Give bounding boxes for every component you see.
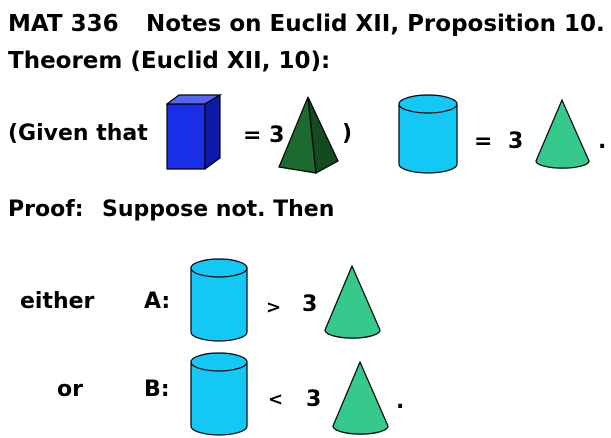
cone-icon <box>324 264 381 339</box>
proof-text: Suppose not. Then <box>102 197 335 222</box>
case-b-lead: or <box>57 377 83 402</box>
pyramid-icon <box>278 96 339 174</box>
cylinder-icon <box>190 352 248 436</box>
course-code: MAT 336 <box>8 11 119 37</box>
cylinder-icon <box>398 94 458 174</box>
case-b-relation: < <box>268 389 284 410</box>
case-b-period: . <box>396 389 405 414</box>
given-close: ) <box>342 121 353 146</box>
case-b-three: 3 <box>306 387 322 412</box>
statement-three: 3 <box>508 129 524 154</box>
cone-icon <box>332 360 389 435</box>
case-a-label: A: <box>144 289 171 314</box>
cone-icon <box>535 98 590 169</box>
statement-equals: = <box>474 129 493 154</box>
theorem-label: Theorem (Euclid XII, 10): <box>8 48 331 74</box>
case-b-label: B: <box>144 377 170 402</box>
page-title: Notes on Euclid XII, Proposition 10. <box>146 11 605 37</box>
prism-icon <box>166 94 222 170</box>
given-open: (Given that <box>8 121 148 146</box>
given-equals-three: = 3 <box>243 123 285 148</box>
case-a-three: 3 <box>302 292 318 317</box>
case-a-relation: > <box>266 297 282 318</box>
cylinder-icon <box>190 258 248 342</box>
case-a-lead: either <box>20 289 95 314</box>
statement-period: . <box>598 129 607 154</box>
proof-label: Proof: <box>8 197 84 222</box>
